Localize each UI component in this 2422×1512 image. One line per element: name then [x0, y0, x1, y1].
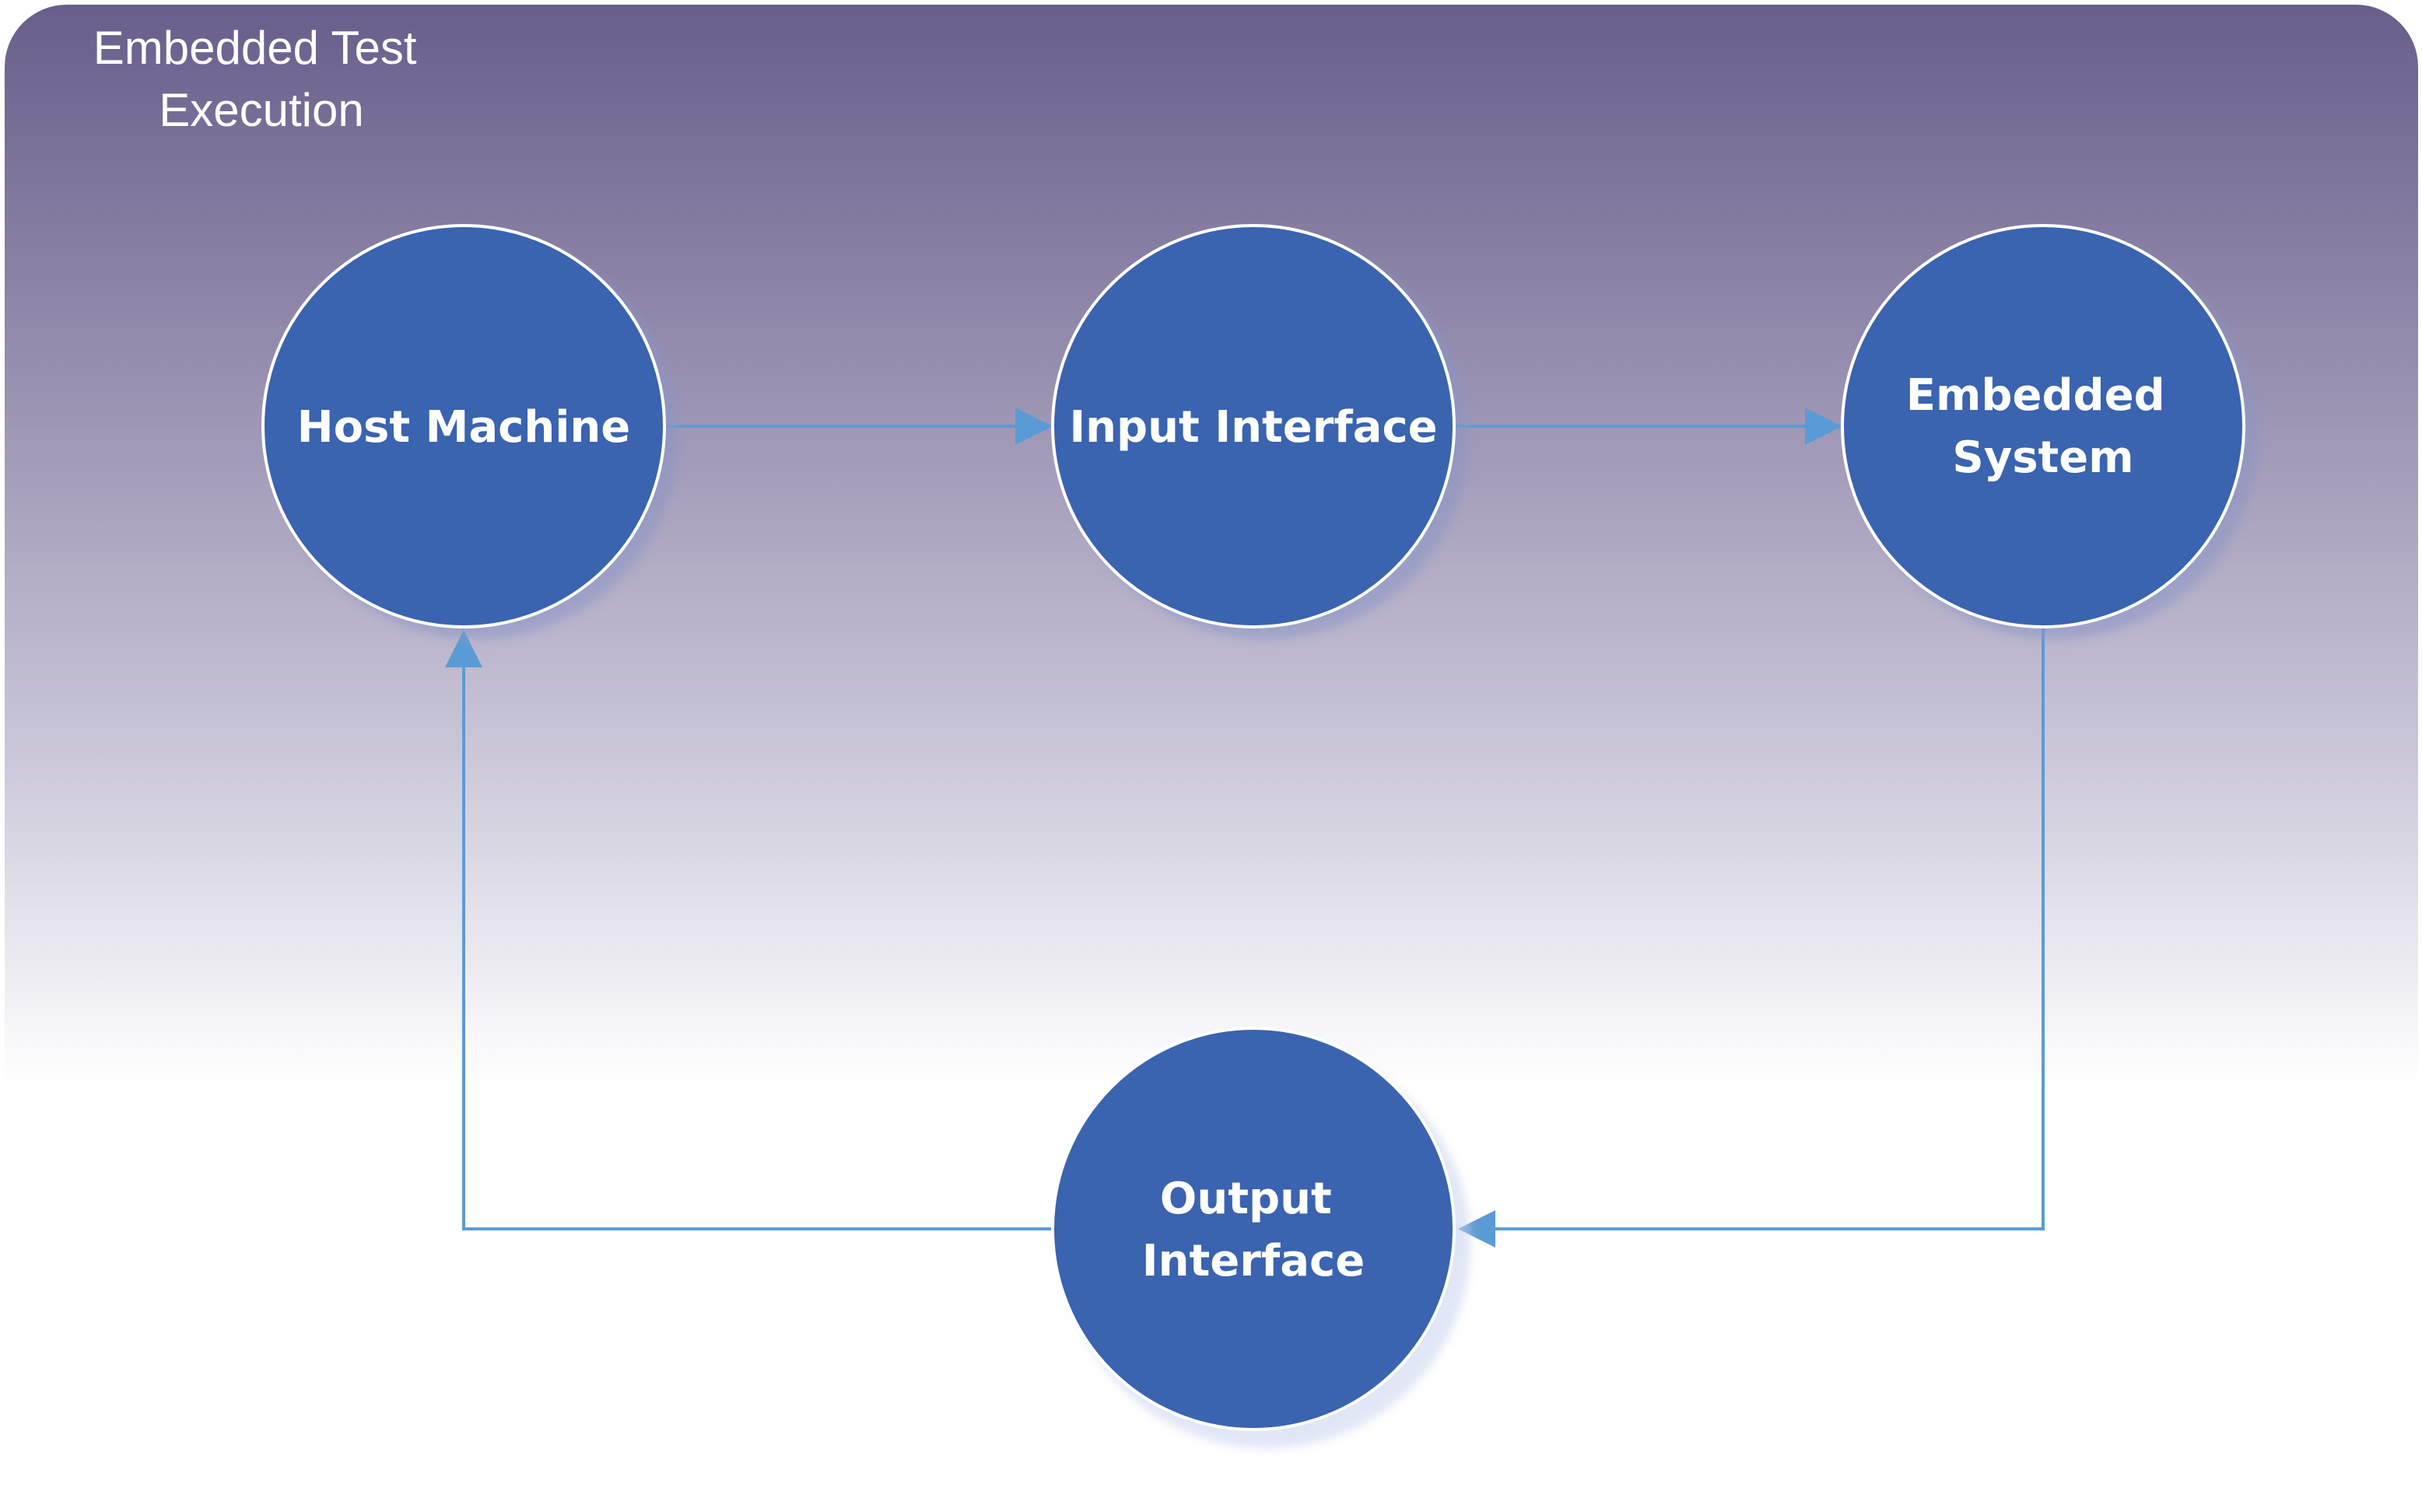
- node-label-line-1: Output: [1160, 1174, 1332, 1224]
- node-input-interface: Input Interface: [1051, 224, 1456, 628]
- node-label-line: Input Interface: [1069, 402, 1437, 453]
- edge-embedded-to-output: [1495, 627, 2045, 1230]
- node-output-interface: Output Interface: [1051, 1027, 1456, 1431]
- node-circle: [1841, 224, 2245, 628]
- node-circle: [1051, 1027, 1456, 1431]
- node-circle: [1051, 224, 1456, 628]
- frame-title: Embedded Test Execution: [93, 22, 430, 136]
- arrowhead-embedded: [1805, 408, 1842, 445]
- node-embedded-system: Embedded System: [1841, 224, 2245, 628]
- arrowhead-input: [1015, 408, 1053, 445]
- frame-title-line-1: Embedded Test: [93, 22, 417, 74]
- node-label: Host Machine: [297, 402, 631, 453]
- arrowheads: [445, 408, 1842, 1248]
- node-label-line-2: Interface: [1142, 1236, 1365, 1286]
- node-label: Input Interface: [1069, 402, 1437, 453]
- node-circle: [261, 224, 666, 628]
- node-label-line: Host Machine: [297, 402, 631, 453]
- connectors: [462, 425, 2045, 1230]
- frame-title-line-2: Execution: [159, 84, 364, 136]
- arrowhead-output: [1458, 1210, 1495, 1248]
- node-label-line-2: System: [1952, 432, 2133, 483]
- node-label-line-1: Embedded: [1906, 370, 2165, 421]
- node-label: Embedded System: [1906, 370, 2180, 483]
- arrowhead-host: [445, 630, 482, 667]
- edge-output-to-host: [462, 667, 1052, 1230]
- node-label: Output Interface: [1142, 1174, 1365, 1286]
- node-host-machine: Host Machine: [261, 224, 666, 628]
